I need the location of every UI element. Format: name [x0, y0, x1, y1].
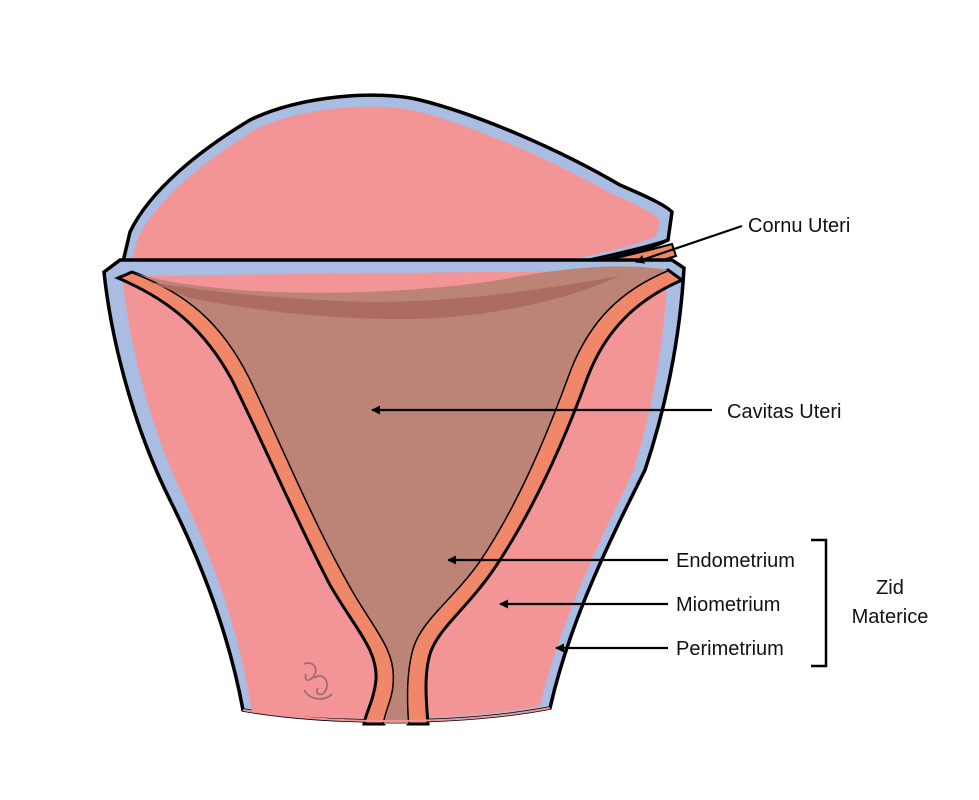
- uterine-cavity: [132, 266, 668, 724]
- label-cavitas-uteri: Cavitas Uteri: [727, 401, 841, 423]
- label-perimetrium: Perimetrium: [676, 638, 784, 660]
- artist-signature: [303, 662, 333, 700]
- labels: Cornu Uteri Cavitas Uteri Endometrium Mi…: [676, 215, 928, 660]
- label-wall-line2: Materice: [852, 606, 929, 628]
- body-section: [102, 258, 686, 726]
- annotation-arrows: [371, 224, 743, 653]
- label-miometrium: Miometrium: [676, 594, 780, 616]
- fundus-miometrium: [132, 106, 660, 276]
- bottom-edge: [242, 707, 551, 722]
- label-cornu-uteri: Cornu Uteri: [748, 215, 850, 237]
- label-wall-line1: Zid: [876, 577, 904, 599]
- cavity-shadow: [150, 276, 620, 320]
- wall-bracket: [811, 538, 828, 668]
- arrow-cornu: [635, 224, 743, 264]
- label-endometrium: Endometrium: [676, 550, 795, 572]
